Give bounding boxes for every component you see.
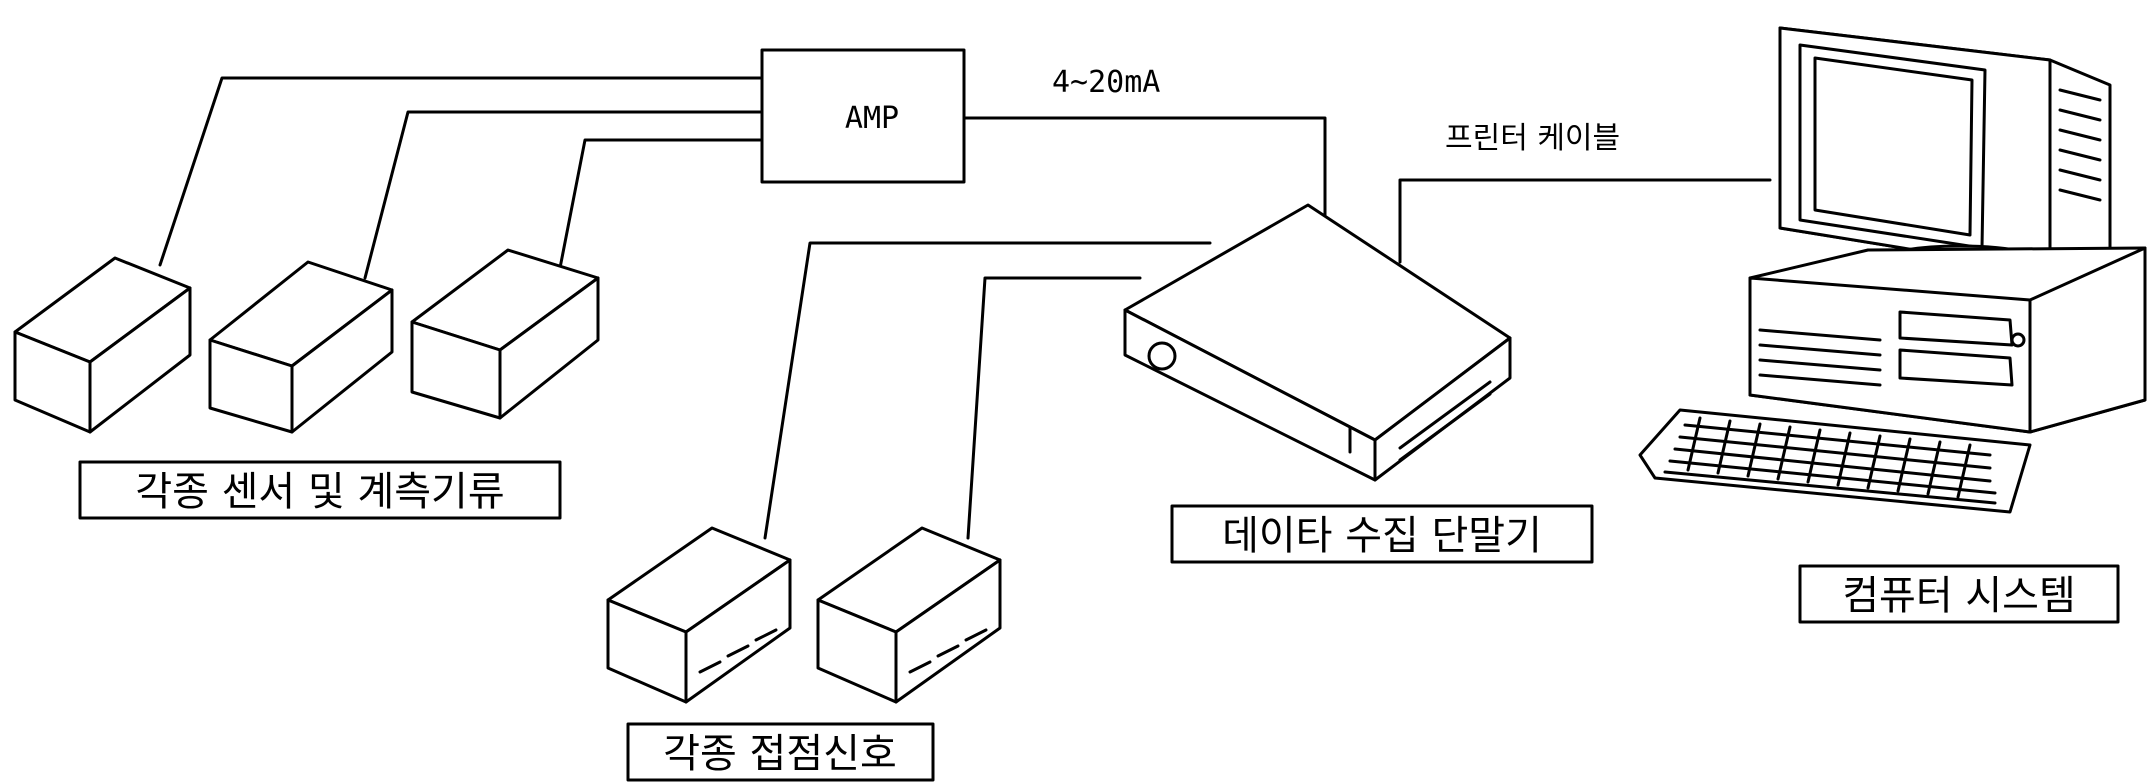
- wire-contact-2-to-terminal: [968, 278, 1140, 538]
- sensor-box-2: [210, 262, 392, 432]
- wire-printer-cable: [1400, 180, 1770, 262]
- data-terminal-device: [1125, 205, 1510, 480]
- sensors-caption: 각종 센서 및 계측기류: [80, 462, 560, 518]
- terminal-power-knob: [1149, 343, 1175, 369]
- computer-system-caption: 컴퓨터 시스템: [1800, 566, 2118, 622]
- wire-sensor-3-to-amp: [560, 140, 760, 268]
- contact-signals-caption: 각종 접점신호: [628, 724, 933, 780]
- wire-sensor-1-to-amp: [160, 78, 760, 265]
- amp-box: AMP: [762, 50, 964, 182]
- sensor-wires: [160, 78, 760, 278]
- system-unit: [1750, 248, 2145, 432]
- wire-amp-to-terminal: [965, 118, 1325, 228]
- current-signal-label: 4~20mA: [1052, 65, 1160, 100]
- sensor-box-3: [412, 250, 598, 418]
- computer-system: [1640, 28, 2145, 512]
- sensor-box-1: [15, 258, 190, 432]
- printer-cable-label: 프린터 케이블: [1445, 121, 1620, 156]
- wire-contact-1-to-terminal: [765, 243, 1210, 538]
- sensors-caption-text: 각종 센서 및 계측기류: [135, 469, 504, 515]
- amp-label: AMP: [845, 101, 899, 136]
- contact-box-1: [608, 528, 790, 702]
- contact-signals-caption-text: 각종 접점신호: [663, 731, 897, 777]
- data-terminal-caption: 데이타 수집 단말기: [1172, 506, 1592, 562]
- contact-box-2: [818, 528, 1000, 702]
- data-terminal-caption-text: 데이타 수집 단말기: [1222, 513, 1542, 559]
- computer-system-caption-text: 컴퓨터 시스템: [1842, 573, 2076, 619]
